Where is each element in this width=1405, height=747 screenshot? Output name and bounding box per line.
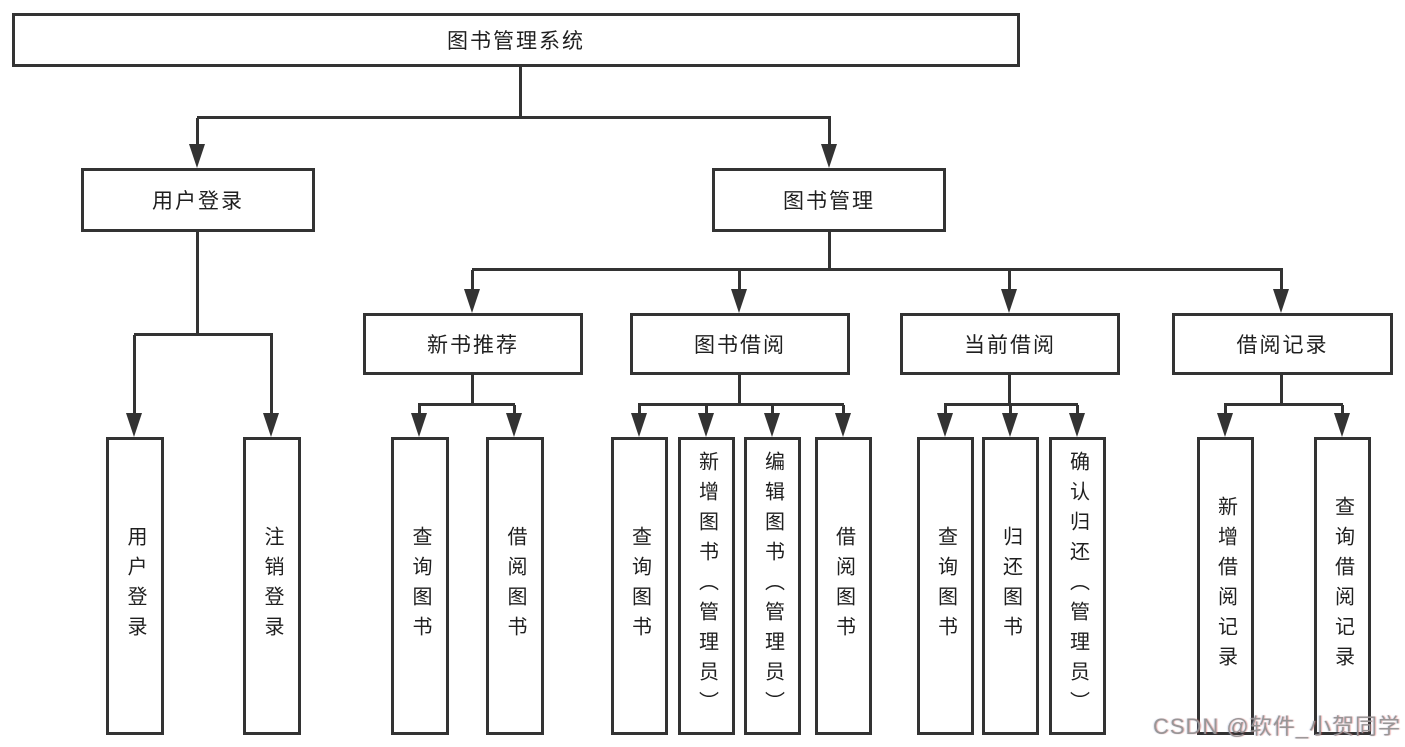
arrow-down-icon — [1001, 289, 1017, 313]
node-leaf-return-book: 归还图书 — [982, 437, 1039, 735]
arrow-down-icon — [731, 289, 747, 313]
connector-line — [197, 116, 831, 119]
node-label: 查询借阅记录 — [1331, 496, 1354, 676]
arrow-down-icon — [631, 413, 647, 437]
node-label: 图书借阅 — [694, 334, 786, 357]
node-label: 确认归还（管理员） — [1066, 451, 1089, 721]
node-leaf-add-book-admin: 新增图书（管理员） — [678, 437, 735, 735]
connector-line — [1224, 403, 1343, 406]
node-label: 注销登录 — [261, 526, 283, 646]
arrow-down-icon — [937, 413, 953, 437]
connector-line — [471, 270, 474, 291]
arrow-down-icon — [189, 144, 205, 168]
node-leaf-borrow-books-recommend: 借阅图书 — [486, 437, 544, 735]
node-book-borrowing: 图书借阅 — [630, 313, 850, 375]
connector-line — [738, 270, 741, 291]
connector-line — [133, 335, 136, 415]
connector-line — [944, 405, 947, 415]
node-label: 新增借阅记录 — [1214, 496, 1237, 676]
connector-line — [1008, 270, 1011, 291]
node-leaf-query-borrow-record: 查询借阅记录 — [1314, 437, 1371, 735]
node-leaf-borrow-books-borrowing: 借阅图书 — [815, 437, 872, 735]
arrow-down-icon — [1217, 413, 1233, 437]
node-book-management: 图书管理 — [712, 168, 946, 232]
connector-line — [519, 66, 522, 118]
arrow-down-icon — [835, 413, 851, 437]
connector-line — [638, 405, 641, 415]
node-library-management-system: 图书管理系统 — [12, 13, 1020, 67]
connector-line — [134, 333, 273, 336]
connector-line — [472, 268, 1283, 271]
connector-line — [418, 403, 515, 406]
connector-line — [842, 405, 845, 415]
node-new-book-recommendation: 新书推荐 — [363, 313, 583, 375]
node-label: 用户登录 — [124, 526, 146, 646]
arrow-down-icon — [1002, 413, 1018, 437]
connector-line — [1008, 375, 1011, 405]
node-label: 查询图书 — [628, 526, 651, 646]
node-label: 归还图书 — [999, 526, 1022, 646]
connector-line — [471, 375, 474, 405]
node-leaf-user-login: 用户登录 — [106, 437, 164, 735]
arrow-down-icon — [126, 413, 142, 437]
connector-line — [418, 405, 421, 415]
node-label: 借阅图书 — [504, 526, 526, 646]
arrow-down-icon — [464, 289, 480, 313]
node-label: 图书管理 — [783, 190, 875, 213]
connector-line — [1280, 375, 1283, 405]
arrow-down-icon — [1334, 413, 1350, 437]
node-current-borrowing: 当前借阅 — [900, 313, 1120, 375]
connector-line — [638, 403, 844, 406]
node-borrowing-records: 借阅记录 — [1172, 313, 1393, 375]
connector-line — [738, 375, 741, 405]
arrow-down-icon — [411, 413, 427, 437]
node-leaf-add-borrow-record: 新增借阅记录 — [1197, 437, 1254, 735]
connector-line — [828, 118, 831, 146]
arrow-down-icon — [764, 413, 780, 437]
connector-line — [944, 403, 1078, 406]
node-label: 用户登录 — [152, 190, 244, 213]
arrow-down-icon — [263, 413, 279, 437]
node-label: 借阅记录 — [1236, 334, 1329, 357]
connector-line — [270, 335, 273, 415]
connector-line — [1224, 405, 1227, 415]
node-leaf-logout: 注销登录 — [243, 437, 301, 735]
node-label: 新增图书（管理员） — [695, 451, 718, 721]
arrow-down-icon — [1273, 289, 1289, 313]
arrow-down-icon — [506, 413, 522, 437]
connector-line — [1076, 405, 1079, 415]
node-user-login: 用户登录 — [81, 168, 315, 232]
connector-line — [1341, 405, 1344, 415]
node-label: 编辑图书（管理员） — [761, 451, 784, 721]
node-label: 当前借阅 — [964, 334, 1056, 357]
connector-line — [705, 405, 708, 415]
node-label: 借阅图书 — [832, 526, 855, 646]
node-leaf-confirm-return-admin: 确认归还（管理员） — [1049, 437, 1106, 735]
connector-line — [771, 405, 774, 415]
connector-line — [196, 118, 199, 146]
node-label: 查询图书 — [934, 526, 957, 646]
node-label: 图书管理系统 — [447, 30, 585, 53]
arrow-down-icon — [1069, 413, 1085, 437]
connector-line — [1280, 270, 1283, 291]
connector-line — [1009, 405, 1012, 415]
arrow-down-icon — [821, 144, 837, 168]
node-leaf-query-books-borrowing: 查询图书 — [611, 437, 668, 735]
arrow-down-icon — [698, 413, 714, 437]
node-leaf-edit-book-admin: 编辑图书（管理员） — [744, 437, 801, 735]
connector-line — [828, 232, 831, 270]
connector-line — [513, 405, 516, 415]
csdn-watermark: CSDN @软件_小贺同学 — [1152, 714, 1401, 739]
node-label: 查询图书 — [409, 526, 431, 646]
node-leaf-query-books-recommend: 查询图书 — [391, 437, 449, 735]
connector-line — [196, 232, 199, 335]
node-leaf-query-books-current: 查询图书 — [917, 437, 974, 735]
node-label: 新书推荐 — [427, 334, 519, 357]
